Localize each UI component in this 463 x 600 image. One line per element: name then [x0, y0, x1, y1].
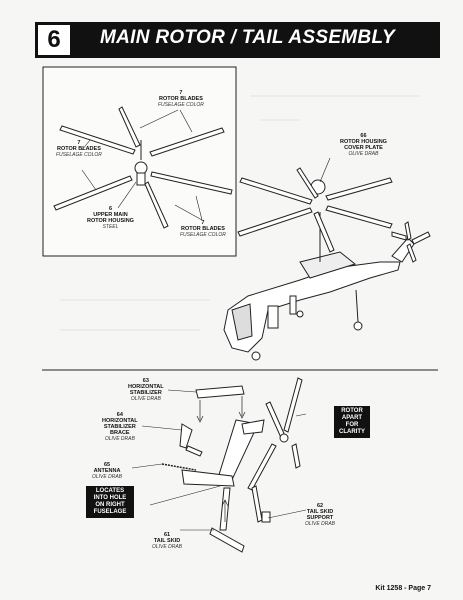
inset-rotor-hub: [134, 140, 148, 186]
step-number: 6: [38, 25, 70, 55]
label-horizontal-stabilizer-brace: 64 HORIZONTAL STABILIZER BRACE OLIVE DRA…: [102, 412, 138, 442]
label-tail-skid: 61 TAIL SKID OLIVE DRAB: [152, 532, 183, 550]
callout-rotor-apart: ROTOR APART FOR CLARITY: [334, 406, 370, 438]
label-tail-skid-support: 62 TAIL SKID SUPPORT OLIVE DRAB: [305, 503, 336, 527]
label-rotor-blades-left: 7 ROTOR BLADES FUSELAGE COLOR: [56, 140, 102, 158]
label-upper-main-rotor-housing: 6 UPPER MAIN ROTOR HOUSING STEEL: [87, 206, 134, 230]
label-rotor-blades-bottom: 7 ROTOR BLADES FUSELAGE COLOR: [180, 220, 226, 238]
callout-locates-into-hole: LOCATES INTO HOLE ON RIGHT FUSELAGE: [86, 486, 134, 518]
inset-frame: [42, 66, 237, 257]
step-header: [35, 22, 440, 58]
tail-leaders: [131, 389, 307, 531]
tail-assembly-drawing: [179, 377, 303, 553]
label-horizontal-stabilizer: 63 HORIZONTAL STABILIZER OLIVE DRAB: [128, 378, 164, 402]
assembly-arrows: [196, 396, 246, 522]
label-rotor-blades-top: 7 ROTOR BLADES FUSELAGE COLOR: [158, 90, 204, 108]
inset-rotor-blades: [53, 106, 233, 229]
antenna-part: [161, 463, 197, 471]
inset-leaders: [81, 109, 203, 221]
kit-page-footer: Kit 1258 - Page 7: [375, 585, 431, 592]
label-rotor-housing-cover-plate: 66 ROTOR HOUSING COVER PLATE OLIVE DRAB: [340, 133, 387, 157]
helicopter-tail-rotor: [391, 221, 431, 263]
step-title: MAIN ROTOR / TAIL ASSEMBLY: [100, 27, 395, 48]
helicopter-drawing: [223, 179, 415, 361]
label-antenna: 65 ANTENNA OLIVE DRAB: [92, 462, 123, 480]
helicopter-main-rotor: [237, 167, 393, 253]
